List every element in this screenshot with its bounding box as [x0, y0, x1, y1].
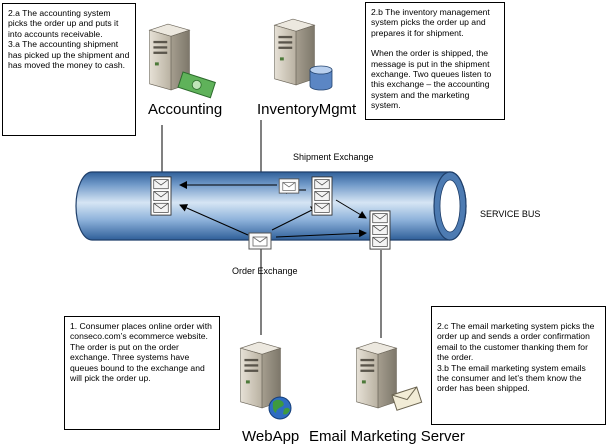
- inventory-note: 2.b The inventory management system pick…: [365, 2, 505, 120]
- inventory-server-label: InventoryMgmt: [257, 101, 357, 118]
- email-server-label: Email Marketing Server: [309, 428, 465, 445]
- email-note-step-3b: 3.b The email marketing system emails th…: [437, 362, 586, 394]
- order-to-email-arrow: [275, 229, 367, 238]
- webapp-note-order-exchange: The order is put on the order exchange. …: [70, 341, 205, 384]
- inventory-note-shipment: When the order is shipped, the message i…: [371, 48, 492, 111]
- email-note: 2.c The email marketing system picks the…: [431, 306, 606, 425]
- webapp-note: 1. Consumer places online order with con…: [64, 316, 220, 430]
- inventory-queue-icon: [311, 176, 333, 216]
- accounting-queue-icon: [150, 176, 172, 216]
- email-server-icon: [356, 341, 397, 409]
- globe-icon: [268, 396, 292, 420]
- shipment-to-email-arrow: [335, 199, 367, 219]
- shipment-exchange-icon: [278, 178, 300, 194]
- accounting-note-step-3a: 3.a The accounting shipment has picked u…: [8, 39, 130, 71]
- shipment-exchange-label: Shipment Exchange: [293, 152, 374, 162]
- webapp-server-label: WebApp: [242, 428, 300, 445]
- order-to-inventory-arrow: [271, 206, 319, 231]
- database-icon: [309, 65, 333, 91]
- order-to-accounting-arrow: [179, 204, 249, 236]
- accounting-note: 2.a The accounting system picks the orde…: [2, 3, 136, 136]
- inventory-note-step-2b: 2.b The inventory management system pick…: [371, 7, 490, 38]
- accounting-note-step-2a: 2.a The accounting system picks the orde…: [8, 8, 119, 39]
- accounting-server-label: Accounting: [148, 101, 223, 118]
- money-icon: [177, 71, 216, 99]
- email-note-step-2c: 2.c The email marketing system picks the…: [437, 321, 595, 363]
- inventory-server-icon: [274, 18, 315, 86]
- service-bus-label: SERVICE BUS: [480, 209, 541, 219]
- order-exchange-icon: [248, 232, 272, 250]
- envelope-icon: [391, 386, 423, 411]
- service-bus-cylinder: [75, 171, 467, 241]
- email-queue-icon: [369, 210, 391, 250]
- order-exchange-label: Order Exchange: [232, 266, 298, 276]
- webapp-note-step-1: 1. Consumer places online order with con…: [70, 321, 212, 342]
